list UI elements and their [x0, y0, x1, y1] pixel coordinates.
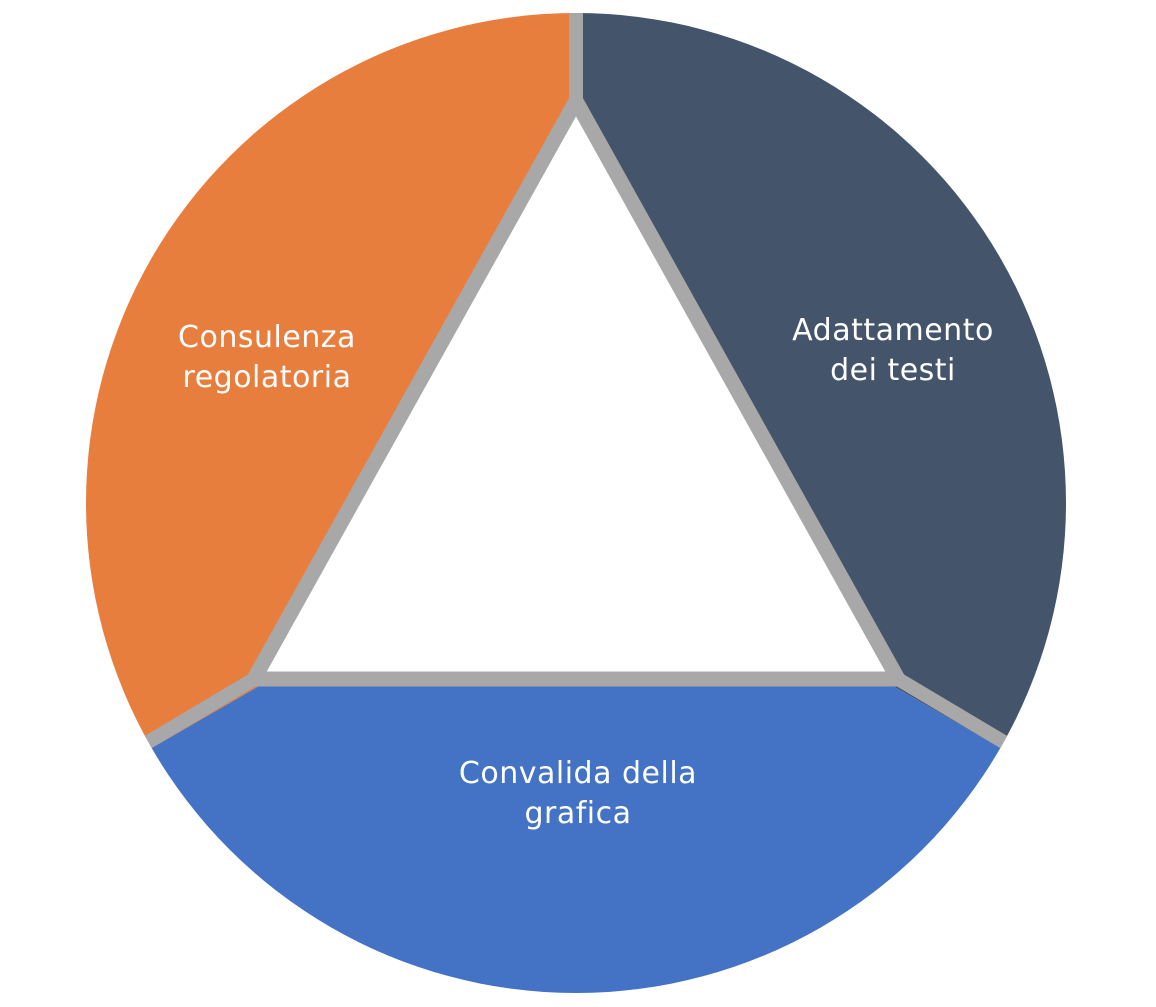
segment-convalida-della-grafica [151, 503, 1001, 993]
label-convalida-della-grafica: Convalida della grafica [459, 754, 697, 834]
label-line: grafica [524, 796, 632, 831]
center-triangle [254, 101, 898, 679]
label-line: Adattamento [792, 313, 994, 348]
label-adattamento-dei-testi: Adattamento dei testi [792, 311, 994, 391]
label-line: dei testi [830, 353, 956, 388]
center-triangle-border [241, 85, 911, 687]
label-line: regolatoria [182, 360, 352, 395]
label-line: Consulenza [178, 320, 356, 355]
label-line: Convalida della [458, 756, 698, 791]
label-consulenza-regolatoria: Consulenza regolatoria [178, 318, 356, 398]
